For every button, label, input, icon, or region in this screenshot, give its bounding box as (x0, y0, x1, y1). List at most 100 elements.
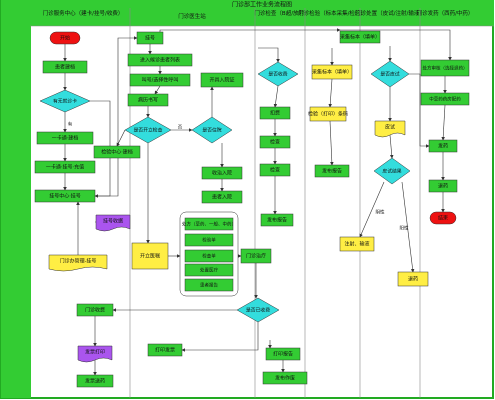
enter-list-node[interactable]: 进入候诊患者列表 (127, 53, 193, 67)
history-node-label: 病历书写 (138, 97, 158, 104)
print-card-doc[interactable]: 挂号收据 (95, 214, 131, 232)
edge-skin-result (389, 134, 394, 159)
card-node[interactable]: 患者建档 (42, 60, 88, 74)
print-report-node-label: 打印报告 (273, 351, 293, 358)
invoice-doc-shape (77, 345, 113, 363)
lab-report-node[interactable]: 检验（打印）条码 (308, 106, 348, 122)
order-item-4[interactable]: 患者报告 (184, 278, 234, 292)
one-card-node[interactable]: 一卡通·建档 (36, 131, 94, 145)
lab-publish-node-shape (314, 164, 350, 178)
exam-report-node[interactable]: 发布报告 (260, 213, 294, 227)
give-node[interactable]: 退药 (428, 179, 458, 193)
register-node-shape (136, 31, 164, 45)
register-node-label: 挂号 (145, 35, 155, 42)
left-strip (1, 0, 31, 398)
invoice-doc-label: 发票打印 (85, 349, 105, 356)
exam-do-node[interactable]: 检查 (259, 135, 291, 149)
skin-doc-label: 皮试 (385, 124, 395, 131)
connectors (63, 28, 452, 376)
inpatient-node[interactable]: 患者入院 (201, 190, 243, 204)
end-terminal[interactable]: 结束 (429, 211, 457, 225)
order-item-1[interactable]: 检验单 (184, 233, 234, 247)
edge-call-history (154, 85, 161, 95)
pharm-mid-node-shape (420, 92, 470, 106)
need-skin-decision[interactable]: 是否皮试 (370, 60, 410, 88)
lab-report-node-shape (309, 106, 347, 122)
edge-pay-notice (273, 85, 279, 108)
skin-doc[interactable]: 皮试 (374, 120, 406, 138)
clinic-node[interactable]: 门诊治疗 (240, 248, 272, 264)
need-pay-decision-shape (257, 61, 299, 87)
lane-pharm: 门诊发药（西药/中药） (417, 9, 474, 17)
order-item-3[interactable]: 处置医疗 (184, 263, 234, 277)
lab-publish-node[interactable]: 发布报告 (314, 164, 350, 178)
admit-note-node[interactable]: 开具入院证 (200, 72, 244, 88)
need-exam-decision-shape (124, 116, 172, 144)
issue-receipt-node[interactable]: 发票送药 (76, 374, 114, 388)
order-item-2[interactable]: 检查单 (184, 249, 234, 263)
exam-do-node-shape (259, 135, 291, 149)
call-node[interactable]: 叫号/选择性呼叫 (129, 73, 191, 87)
has-card-decision[interactable]: 有无就诊卡 (39, 89, 91, 113)
one-card-pay-node-shape (34, 160, 96, 174)
order-item-3-shape (184, 263, 234, 277)
register-node[interactable]: 挂号 (136, 31, 164, 45)
start-terminal[interactable]: 开始 (49, 31, 81, 45)
collect-top-node[interactable]: 采集标本（填单） (339, 30, 381, 44)
admit-node[interactable]: 收治入院 (201, 166, 243, 180)
one-card-pay-node[interactable]: 一卡通·挂号·充值 (34, 160, 96, 174)
inject-node[interactable]: 注射、输液 (339, 236, 375, 252)
exam-report-node-label: 发布报告 (267, 217, 287, 224)
give-node-label: 退药 (438, 183, 448, 190)
enter-list-node-shape (127, 53, 193, 67)
dispense-node[interactable]: 发药 (428, 139, 458, 153)
invoice-doc[interactable]: 发票打印 (77, 345, 113, 363)
reg-center-node[interactable]: 挂号中心·挂号 (34, 189, 96, 203)
order-item-0[interactable]: 处方（草药、一般、中药） (182, 217, 236, 231)
order-item-2-shape (184, 249, 234, 263)
lab-publish-node-label: 发布报告 (322, 168, 342, 175)
write-exam-node-shape (93, 145, 141, 159)
exam-notice-node[interactable]: 扣费 (259, 106, 291, 120)
exam-do-node-label: 检查 (270, 139, 280, 146)
need-pay-decision-label: 是否收费 (268, 71, 287, 78)
order-item-1-label: 检验单 (202, 237, 216, 244)
skin-result-decision-label: 皮试结果 (382, 168, 401, 175)
one-card-pay-node-label: 一卡通·挂号·充值 (46, 164, 84, 171)
publish-doc-node-shape (262, 371, 308, 385)
print-report-node[interactable]: 打印报告 (265, 347, 301, 361)
pharm-check-node-shape (420, 59, 470, 77)
need-exam-decision[interactable]: 是否开立检查 (124, 116, 172, 144)
exam-print-node[interactable]: 检查 (259, 163, 291, 177)
publish-doc-node[interactable]: 发布作废 (262, 371, 308, 385)
clinic-node-label: 门诊治疗 (246, 253, 266, 260)
history-node-shape (127, 93, 169, 107)
skin-result-decision[interactable]: 皮试结果 (373, 157, 411, 185)
start-terminal-shape (49, 31, 81, 45)
print-claim-node[interactable]: 打印发票 (147, 343, 183, 357)
lab-collect-node[interactable]: 采集标本（填单） (311, 64, 353, 80)
pharm-check-node[interactable]: 处方审核（选择退药） (420, 59, 470, 77)
give-node-shape (428, 179, 458, 193)
order-node[interactable]: 开立医嘱 (131, 242, 169, 270)
exam-print-node-shape (259, 163, 291, 177)
history-node[interactable]: 病历书写 (127, 93, 169, 107)
is-paid-decision-label: 是否已收费 (246, 307, 270, 314)
inpatient-node-label: 患者入院 (212, 194, 232, 201)
need-pay-decision[interactable]: 是否收费 (257, 61, 299, 87)
dispense-node-shape (428, 139, 458, 153)
reissue-node-label: 退药 (408, 276, 418, 283)
pharm-mid-node[interactable]: 中草药药房配药 (420, 92, 470, 106)
inpatient-node-shape (201, 190, 243, 204)
is-paid-decision[interactable]: 是否已收费 (236, 297, 280, 323)
write-exam-node[interactable]: 检验中心·建档 (93, 145, 141, 159)
sign-doc[interactable]: 门诊办管理-挂号 (48, 254, 108, 272)
one-card-node-shape (36, 131, 94, 145)
admit-node-shape (201, 166, 243, 180)
pay-node[interactable]: 门诊收费 (76, 303, 114, 317)
lab-collect-node-shape (311, 64, 353, 80)
reissue-node[interactable]: 退药 (397, 271, 429, 287)
need-admit-decision[interactable]: 是否住院 (191, 116, 233, 144)
reg-center-node-shape (34, 189, 96, 203)
sign-doc-shape (48, 254, 108, 272)
